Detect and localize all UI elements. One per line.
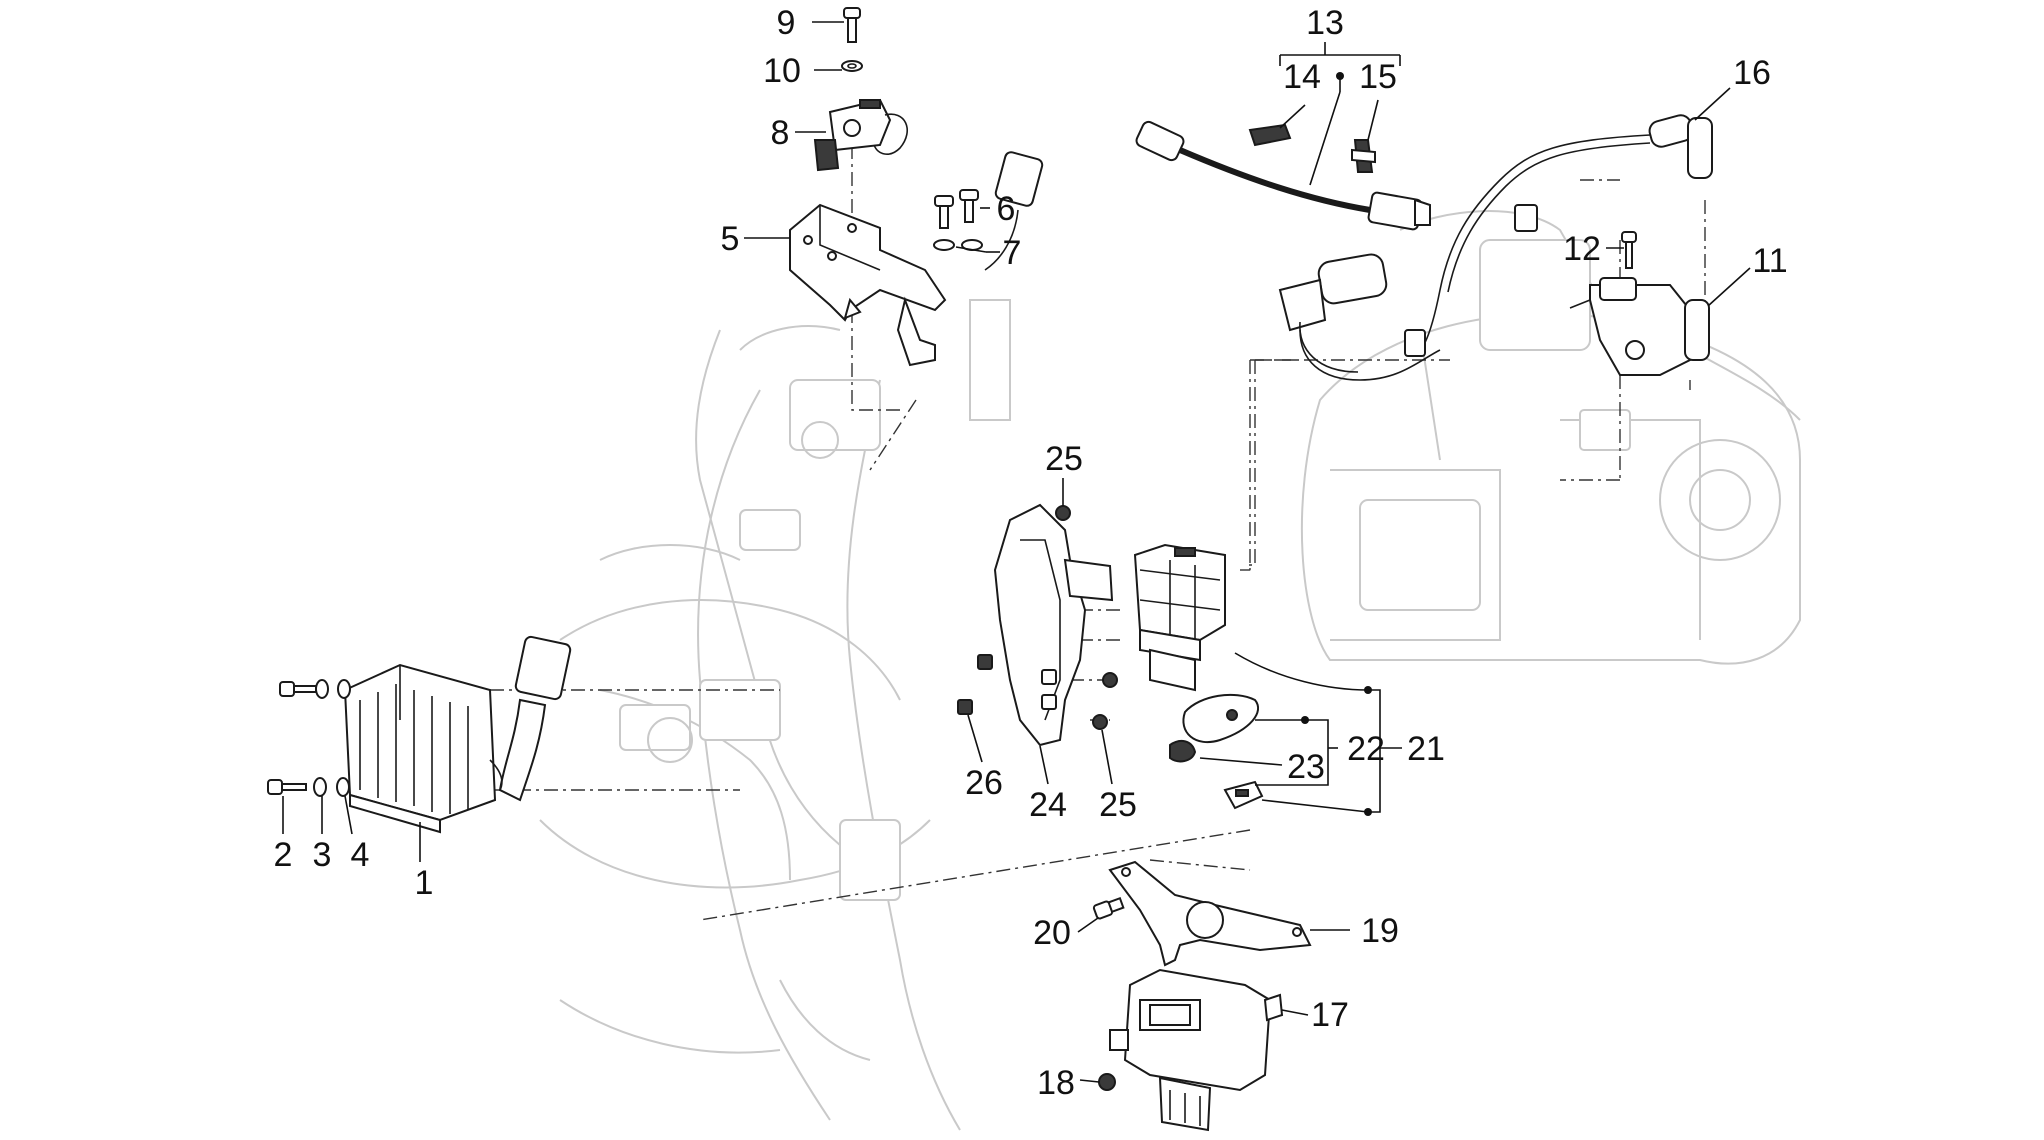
part-regulator-1	[343, 663, 497, 834]
callout-25-top: 25	[1045, 440, 1083, 478]
callout-17: 17	[1311, 996, 1349, 1034]
ghost-engine	[1300, 210, 1801, 665]
callout-8: 8	[771, 114, 790, 152]
callout-labels: 9 10 8 5 6 7 13 14 15 16 12 11 25 2 3 4 …	[274, 4, 1788, 1102]
callout-4: 4	[351, 836, 370, 874]
part-module-17	[1109, 968, 1284, 1132]
callout-18: 18	[1037, 1064, 1075, 1102]
part-remote-key-23	[1169, 693, 1260, 763]
part-washers-7	[933, 239, 983, 251]
callout-2: 2	[274, 836, 293, 874]
callout-21: 21	[1407, 730, 1445, 768]
callout-5: 5	[721, 220, 740, 258]
part-screw-20	[1092, 896, 1125, 920]
callout-11: 11	[1752, 242, 1787, 280]
callout-9: 9	[777, 4, 796, 42]
callout-6: 6	[997, 190, 1016, 228]
part-sensor-8	[813, 98, 909, 172]
callout-12: 12	[1563, 230, 1601, 268]
callout-13: 13	[1306, 4, 1344, 42]
part-screw-25-top	[1055, 505, 1071, 521]
callout-7: 7	[1003, 234, 1022, 272]
part-coil-11	[1569, 277, 1710, 376]
part-screw-25	[1092, 714, 1108, 730]
callout-3: 3	[313, 836, 332, 874]
part-nut-26	[957, 699, 973, 715]
callout-24: 24	[1029, 786, 1067, 824]
callout-1: 1	[415, 864, 434, 902]
part-bolt-12	[1621, 231, 1637, 269]
part-bolt-9	[843, 7, 861, 43]
part-nut-26a	[977, 654, 993, 670]
part-regulator-connector	[489, 635, 572, 802]
callout-14: 14	[1283, 58, 1321, 96]
part-washer-10	[841, 60, 863, 72]
callout-25-bottom: 25	[1099, 786, 1137, 824]
part-connector-top	[984, 151, 1044, 271]
part-clip-14	[1248, 123, 1292, 147]
part-screw-25-mid	[1102, 672, 1118, 688]
part-bolt-2	[267, 779, 307, 795]
callout-23: 23	[1287, 748, 1325, 786]
part-clip-15	[1351, 139, 1376, 173]
part-plug-cap-16	[1404, 114, 1713, 357]
ghost-frame	[539, 299, 1011, 1131]
part-plug-lead	[1278, 253, 1441, 381]
leader-lines	[282, 21, 1751, 1083]
callout-19: 19	[1361, 912, 1399, 950]
part-screws-6	[934, 189, 979, 229]
callout-15: 15	[1359, 58, 1397, 96]
part-bracket-5	[789, 203, 947, 367]
part-washer-4	[336, 679, 351, 797]
callout-22: 22	[1347, 730, 1385, 768]
callout-16: 16	[1733, 54, 1771, 92]
part-plate-19	[1108, 860, 1312, 967]
part-harness-13	[1135, 120, 1431, 231]
callout-26: 26	[965, 764, 1003, 802]
part-nut-18	[1098, 1073, 1116, 1091]
part-ecu-21	[1133, 543, 1226, 692]
callout-20: 20	[1033, 914, 1071, 952]
part-washer-3	[313, 679, 329, 797]
callout-10: 10	[763, 52, 801, 90]
part-bracket-24	[993, 503, 1114, 747]
part-key-fob-22	[1223, 780, 1264, 810]
part-bolt-2-top	[279, 681, 317, 697]
